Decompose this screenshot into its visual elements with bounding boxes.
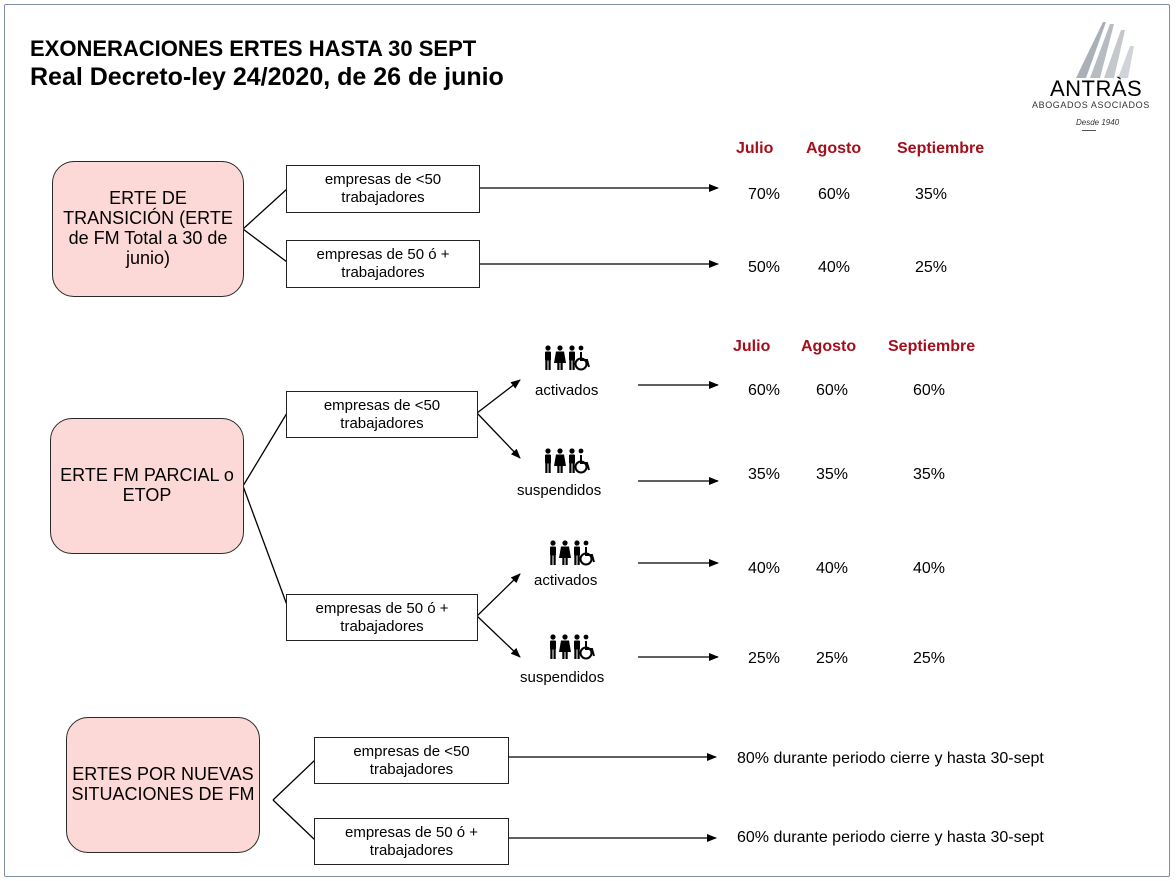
category-erte-fm-parcial: ERTE FM PARCIAL o ETOP <box>50 418 244 554</box>
value-cell: 25% <box>816 650 849 667</box>
status-label-suspendidos: suspendidos <box>520 669 605 686</box>
value-cell: 60% <box>748 382 781 399</box>
page-subtitle: Real Decreto-ley 24/2020, de 26 de junio <box>30 63 504 91</box>
value-cell: 40% <box>748 560 781 577</box>
month-header-septiembre: Septiembre <box>897 140 985 157</box>
value-cell: 70% <box>748 186 781 203</box>
value-cell: 60% <box>913 382 946 399</box>
company-box-small: empresas de <50 trabajadores <box>314 737 509 784</box>
value-cell: 60% <box>818 186 851 203</box>
result-text: 80% durante periodo cierre y hasta 30-se… <box>737 750 1044 767</box>
people-group-with-wheelchair-icon <box>550 540 595 566</box>
company-box-small: empresas de <50 trabajadores <box>286 391 478 438</box>
month-header-julio: Julio <box>733 338 771 355</box>
value-cell: 35% <box>748 466 781 483</box>
company-box-large: empresas de 50 ó + trabajadores <box>286 594 478 641</box>
logo-since: Desde 1940 <box>1076 118 1120 127</box>
company-box-large: empresas de 50 ó + trabajadores <box>286 240 480 288</box>
value-cell: 40% <box>818 259 851 276</box>
month-header-julio: Julio <box>736 140 774 157</box>
value-cell: 60% <box>816 382 849 399</box>
status-label-suspendidos: suspendidos <box>517 482 602 499</box>
logo-rule <box>1082 130 1096 131</box>
category-erte-transicion: ERTE DE TRANSICIÓN (ERTE de FM Total a 3… <box>52 161 244 297</box>
month-header-agosto: Agosto <box>801 338 857 355</box>
company-box-large: empresas de 50 ó + trabajadores <box>314 818 509 865</box>
result-text: 60% durante periodo cierre y hasta 30-se… <box>737 829 1044 846</box>
value-cell: 25% <box>913 650 946 667</box>
people-group-with-wheelchair-icon <box>545 345 590 371</box>
category-ertes-nuevas-situaciones: ERTES POR NUEVAS SITUACIONES DE FM <box>66 717 260 853</box>
value-cell: 25% <box>915 259 948 276</box>
company-box-small: empresas de <50 trabajadores <box>286 165 480 213</box>
value-cell: 35% <box>915 186 948 203</box>
value-cell: 40% <box>816 560 849 577</box>
value-cell: 35% <box>913 466 946 483</box>
logo-subtitle: ABOGADOS ASOCIADOS <box>1032 100 1150 110</box>
status-label-activados: activados <box>534 572 598 589</box>
month-header-septiembre: Septiembre <box>888 338 976 355</box>
slide-frame <box>4 4 1170 877</box>
people-group-with-wheelchair-icon <box>550 634 595 660</box>
value-cell: 40% <box>913 560 946 577</box>
value-cell: 25% <box>748 650 781 667</box>
antras-logo-mark <box>1076 22 1134 78</box>
status-label-activados: activados <box>535 382 599 399</box>
month-header-agosto: Agosto <box>806 140 862 157</box>
page-title: EXONERACIONES ERTES HASTA 30 SEPT <box>30 36 477 61</box>
logo-name: ANTRÀS <box>1050 76 1143 101</box>
people-group-with-wheelchair-icon <box>545 448 590 474</box>
value-cell: 50% <box>748 259 781 276</box>
value-cell: 35% <box>816 466 849 483</box>
